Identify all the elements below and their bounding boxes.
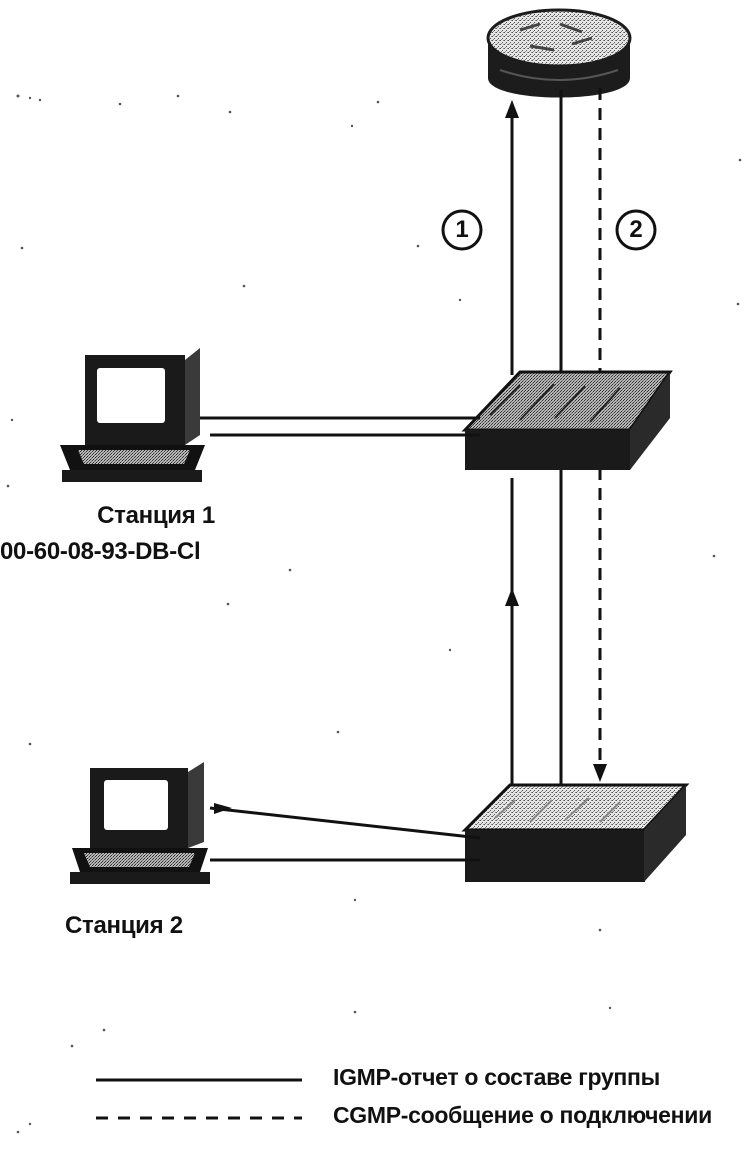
station-1-computer-icon [60,348,205,482]
legend-solid-label: IGMP-отчет о составе группы [333,1064,660,1090]
scan-speckles [6,94,742,1134]
station-2-label: Станция 2 [65,912,183,939]
station-2-computer-icon [70,762,210,884]
arrow-up-icon [505,100,519,118]
arrow-up-icon [505,588,519,606]
station-1-mac-label: 00-60-08-93-DB-Cl [0,538,201,565]
switch-2-icon [461,783,690,882]
step-1-label: 1 [455,216,469,243]
switch-1-icon [461,370,673,470]
router-icon [486,8,632,98]
station2-link [209,806,481,840]
station-1-label: Станция 1 [97,502,215,529]
legend-dashed-label: CGMP-сообщение о подключении [333,1102,712,1128]
step-2-circle [615,209,657,251]
step-1-circle [441,209,483,251]
step-2-label: 2 [629,216,643,243]
arrow-down-icon [593,764,607,782]
arrow-left-icon [214,803,232,814]
